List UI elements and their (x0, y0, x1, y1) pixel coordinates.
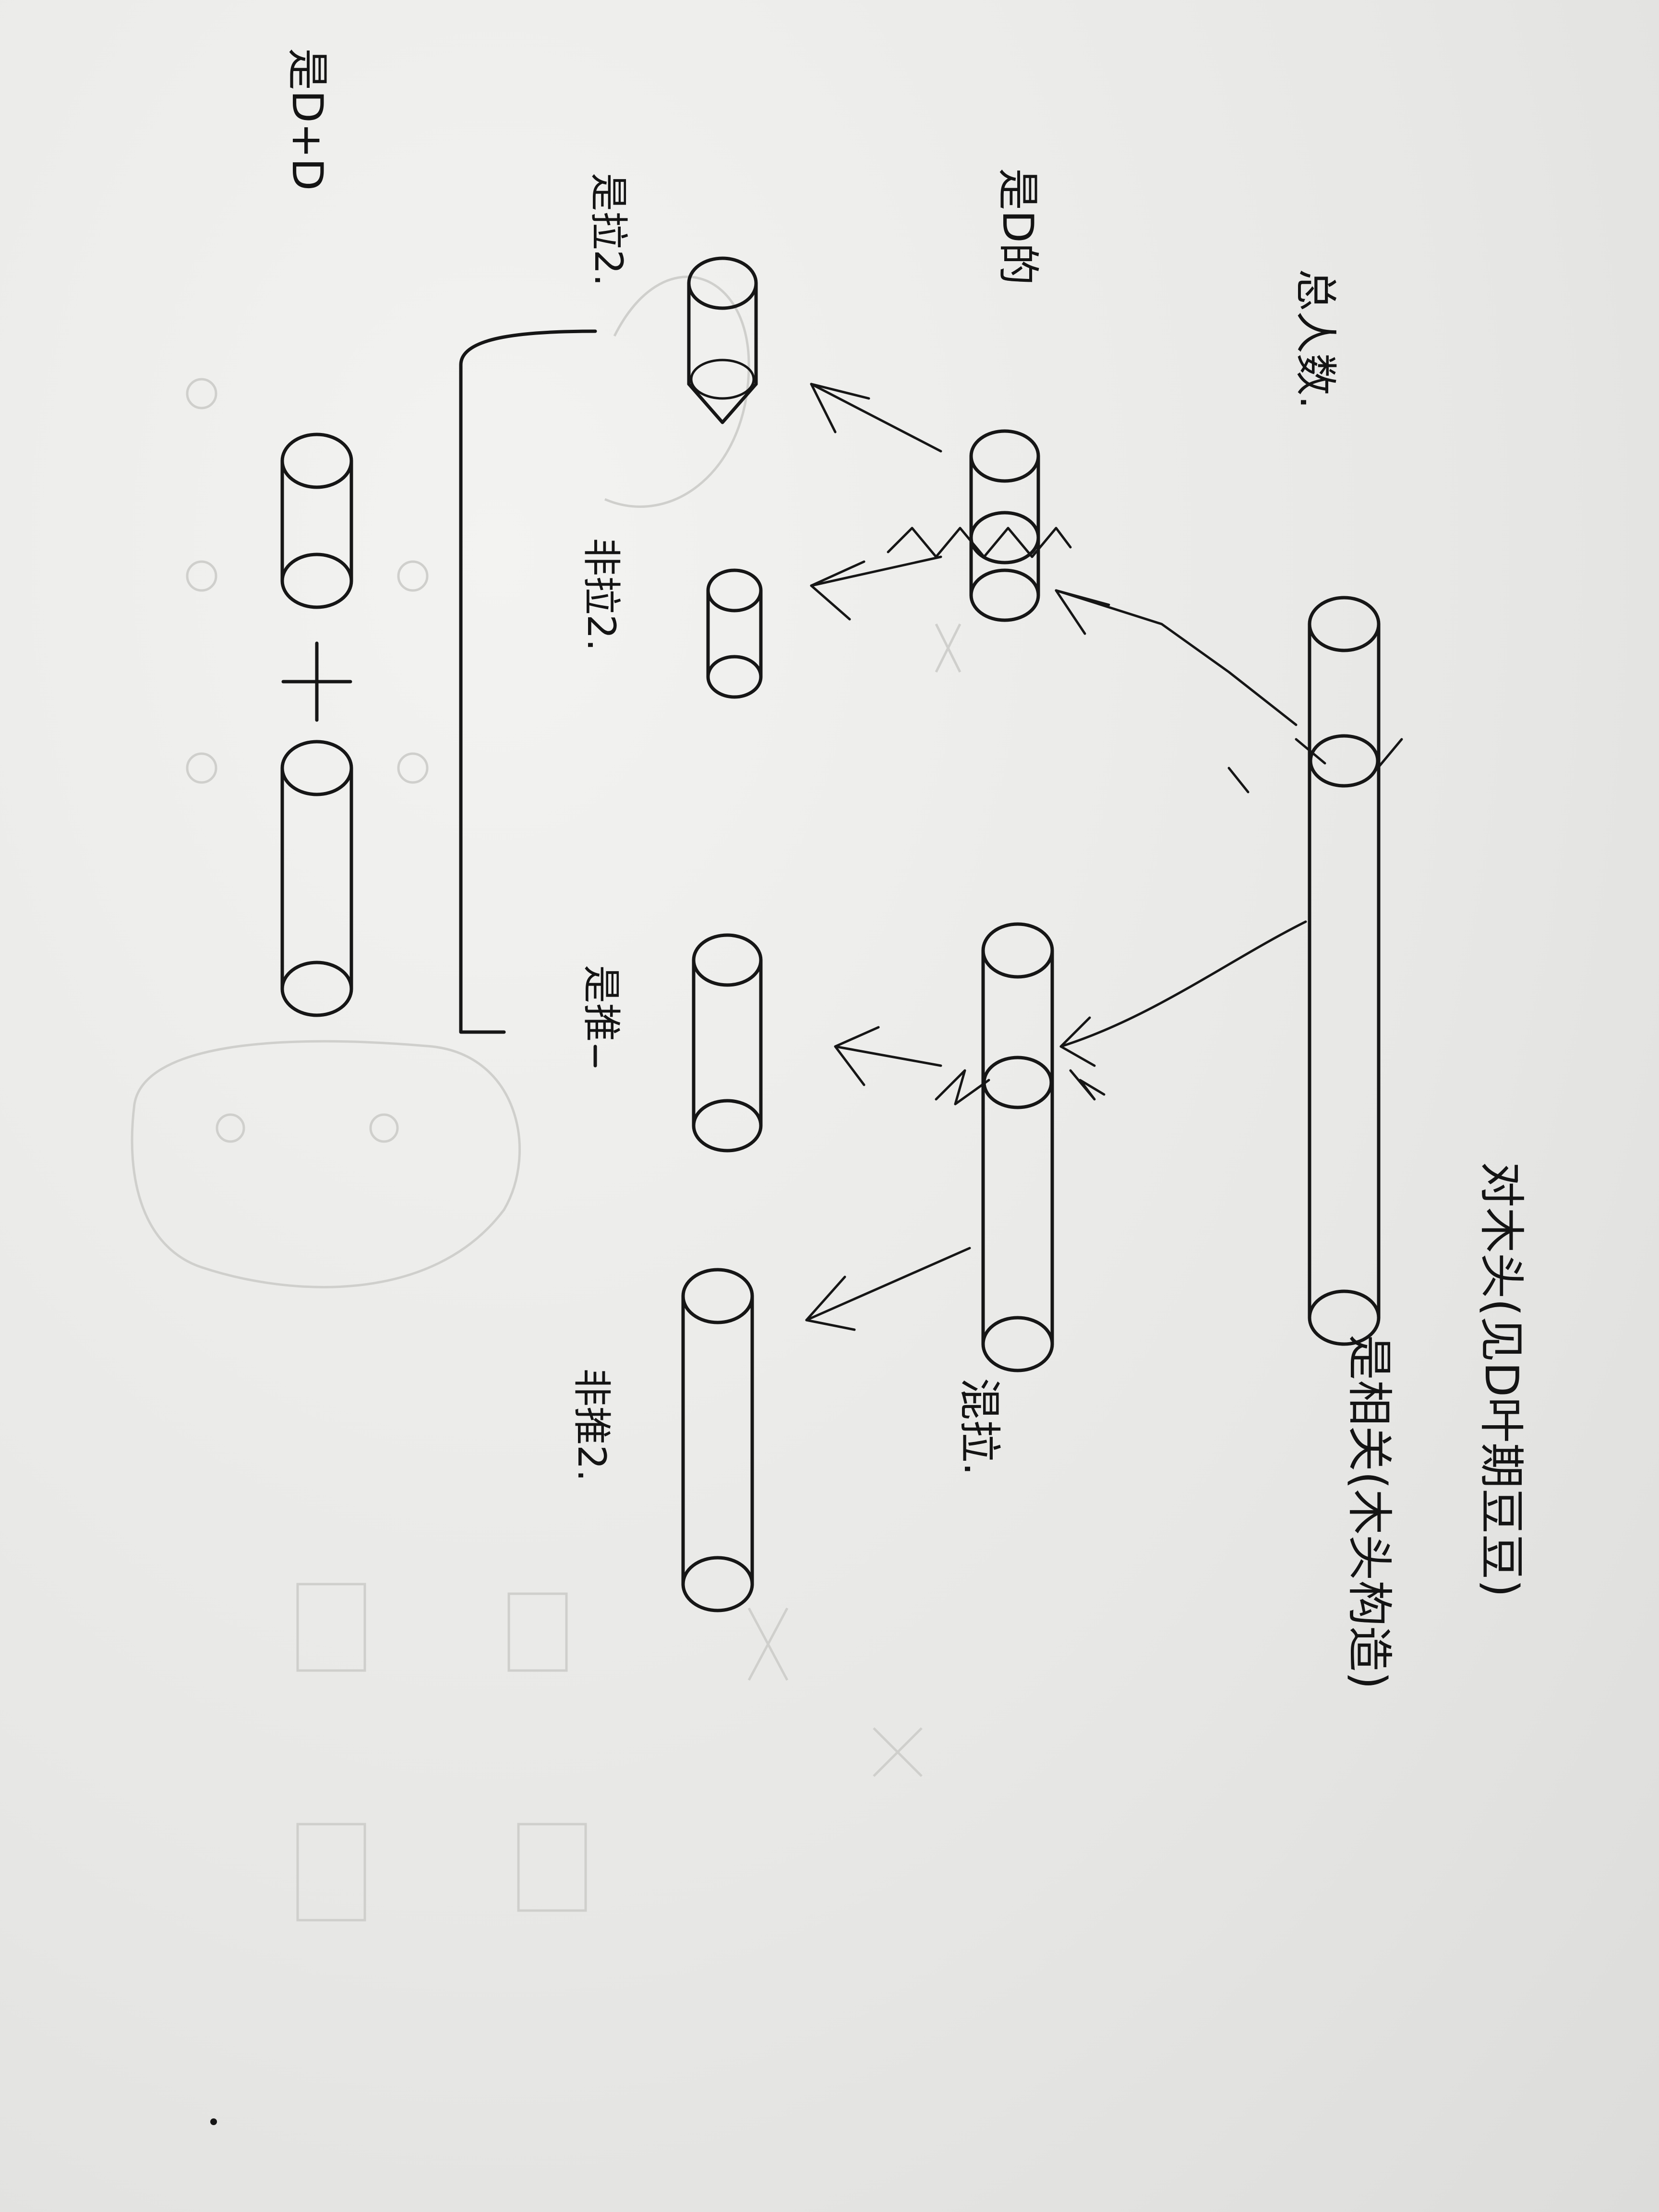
leaf-log-4 (681, 1268, 754, 1612)
label-is-pushed: 是推 (579, 965, 624, 1042)
ink-dot (210, 2118, 217, 2125)
label-non-pull: 非拉2. (579, 538, 624, 651)
title-line-1: 对木头(见D叶期豆豆) (1475, 1162, 1527, 1597)
right-branch-log (935, 922, 1106, 1372)
label-count-d: 是D的 (993, 168, 1043, 285)
bleed-through-marks (131, 276, 962, 1922)
connector-lines (1055, 589, 1307, 1067)
root-log (1227, 596, 1403, 1346)
label-not-pushed: 非推2. (569, 1368, 614, 1481)
leaf-log-1 (687, 256, 758, 424)
label-is-pull: 是拉2. (586, 173, 631, 286)
label-total-people: 总人数. (1291, 269, 1340, 409)
label-result: 是D+D (283, 48, 332, 191)
result-log-2 (280, 740, 353, 1017)
leaf-log-3 (692, 933, 763, 1153)
left-child-arrows (810, 383, 942, 621)
title-line-2: 是相关(木头构造) (1343, 1334, 1395, 1689)
result-log-1 (280, 433, 353, 609)
label-mixed-pull: 混拉. (955, 1378, 1004, 1476)
result-bracket (459, 329, 597, 1068)
right-child-arrows (805, 1026, 971, 1331)
plus-sign (281, 641, 352, 722)
leaf-log-2 (706, 568, 763, 699)
left-branch-log (887, 429, 1072, 622)
